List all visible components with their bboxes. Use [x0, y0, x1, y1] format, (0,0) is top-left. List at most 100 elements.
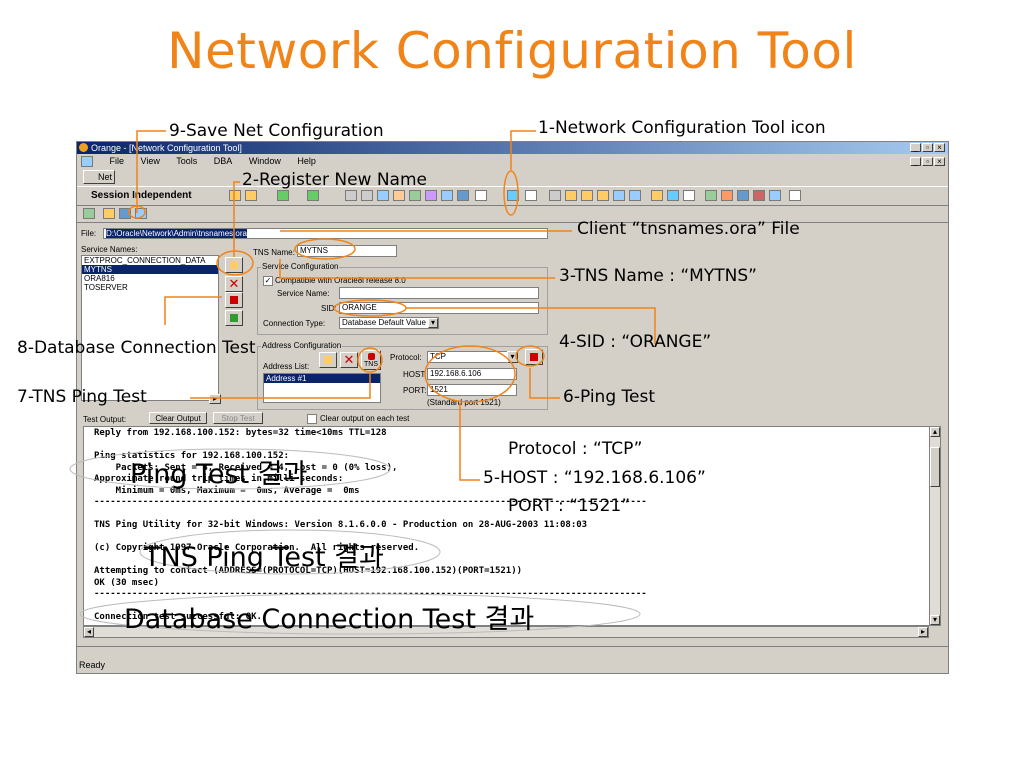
options-icon[interactable]	[769, 190, 781, 201]
list-item-selected[interactable]: MYTNS	[82, 265, 218, 274]
explain-icon[interactable]	[409, 190, 421, 201]
add-address-icon	[324, 356, 332, 364]
mdi-minimize-button[interactable]: _	[910, 157, 921, 166]
register-new-name-button[interactable]	[225, 257, 243, 273]
list-item[interactable]: ORA816	[84, 274, 115, 283]
session-browser-icon[interactable]	[475, 190, 487, 201]
tuning-icon[interactable]	[393, 190, 405, 201]
scroll-up-icon[interactable]: ▴	[930, 427, 940, 437]
tablespace-icon[interactable]	[581, 190, 593, 201]
users-icon[interactable]	[613, 190, 625, 201]
key-dropdown-icon[interactable]	[245, 190, 257, 201]
wizard-icon[interactable]	[667, 190, 679, 201]
delete-name-button[interactable]: ✕	[225, 276, 243, 292]
monitor-icon[interactable]	[525, 190, 537, 201]
scroll-right-icon[interactable]: ▸	[918, 627, 928, 637]
list-item-selected[interactable]: Address #1	[264, 374, 380, 383]
menu-help[interactable]: Help	[297, 156, 316, 166]
callout-client-file: Client “tnsnames.ora” File	[577, 219, 800, 239]
menu-file[interactable]: File	[109, 156, 125, 166]
add-address-button[interactable]	[319, 352, 337, 368]
session-label: Session Independent	[91, 190, 192, 201]
sql-icon[interactable]	[345, 190, 357, 201]
sql-plan-icon[interactable]	[549, 190, 561, 201]
open-folder-icon[interactable]	[103, 208, 115, 219]
erp-icon[interactable]	[629, 190, 641, 201]
protocol-select[interactable]: TCP	[427, 351, 517, 363]
tns-ping-test-button[interactable]: TNS	[361, 350, 381, 370]
menu-dba[interactable]: DBA	[213, 156, 233, 166]
callout-db-test: 8-Database Connection Test	[17, 338, 256, 358]
scroll-left-icon[interactable]: ◂	[84, 627, 94, 637]
ping-icon	[530, 353, 538, 361]
test-output-label: Test Output:	[83, 415, 127, 424]
menu-tools[interactable]: Tools	[176, 156, 198, 166]
ring-host	[424, 345, 516, 403]
clear-each-test-checkbox[interactable]	[307, 414, 317, 424]
chart-icon[interactable]	[721, 190, 733, 201]
save-icon[interactable]	[119, 208, 131, 219]
port-input[interactable]: 1521	[427, 384, 517, 396]
host-input[interactable]: 192.168.6.106	[427, 368, 517, 380]
compatible-checkbox[interactable]: ✓	[263, 276, 273, 286]
storage-icon[interactable]	[597, 190, 609, 201]
ping-test-button[interactable]	[525, 349, 543, 365]
new-connection-icon[interactable]	[83, 208, 95, 219]
chevron-down-icon[interactable]: ▾	[428, 318, 438, 328]
help-icon[interactable]	[789, 190, 801, 201]
ring-ping-result	[69, 448, 391, 490]
tab-net-label: Net	[98, 172, 113, 182]
service-name-label: Service Name:	[277, 289, 330, 298]
service-names-list[interactable]: EXTPROC_CONNECTION_DATA MYTNS ORA816 TOS…	[81, 255, 219, 401]
scroll-down-icon[interactable]: ▾	[930, 615, 940, 625]
close-button[interactable]: ×	[934, 143, 945, 152]
tns-name-label: TNS Name:	[253, 248, 295, 257]
audit-icon[interactable]	[753, 190, 765, 201]
grid-icon[interactable]	[737, 190, 749, 201]
export-icon[interactable]	[441, 190, 453, 201]
protocol-dropdown-icon[interactable]: ▾	[507, 351, 518, 363]
service-name-input[interactable]	[339, 287, 539, 299]
clear-output-button[interactable]: Clear Output	[149, 412, 207, 424]
report-icon[interactable]	[425, 190, 437, 201]
list-item[interactable]: EXTPROC_CONNECTION_DATA	[84, 256, 206, 265]
save-as-icon[interactable]	[135, 208, 147, 219]
connector-tns-ping	[190, 373, 371, 399]
connector-save	[136, 130, 166, 213]
connector-host	[459, 403, 480, 481]
stop-test-button[interactable]: Stop Test	[213, 412, 263, 424]
backup-icon[interactable]	[705, 190, 717, 201]
restore-button[interactable]: ▫	[922, 143, 933, 152]
database-icon[interactable]	[565, 190, 577, 201]
minimize-button[interactable]: _	[910, 143, 921, 152]
menu-window[interactable]: Window	[248, 156, 281, 166]
connect-icon[interactable]	[277, 190, 289, 201]
connection-type-select[interactable]: Database Default Value ▾	[339, 317, 439, 329]
list-item[interactable]: TOSERVER	[84, 283, 128, 292]
divider	[77, 646, 948, 659]
tab-net[interactable]: Net	[83, 170, 115, 184]
mdi-close-button[interactable]: ×	[934, 157, 945, 166]
save-net-config-button[interactable]	[225, 310, 243, 326]
connector-sid	[406, 307, 656, 344]
disconnect-icon[interactable]	[307, 190, 319, 201]
calendar-icon[interactable]	[683, 190, 695, 201]
test-output-area[interactable]: Reply from 192.168.100.152: bytes=32 tim…	[83, 426, 935, 626]
scroll-thumb[interactable]	[930, 447, 940, 487]
output-hscrollbar[interactable]: ◂ ▸	[83, 626, 929, 638]
ring-sid	[333, 299, 407, 317]
output-line: Packets: Sent = 4, Received = 4, Lost = …	[94, 462, 398, 473]
tools-icon[interactable]	[651, 190, 663, 201]
ring-tns-name	[294, 238, 356, 260]
mdi-restore-button[interactable]: ▫	[922, 157, 933, 166]
address-list-label: Address List:	[263, 362, 310, 371]
output-scrollbar[interactable]: ▴ ▾	[929, 426, 941, 626]
schema-icon[interactable]	[377, 190, 389, 201]
sql-run-icon[interactable]	[361, 190, 373, 201]
key-icon[interactable]	[229, 190, 241, 201]
import-icon[interactable]	[457, 190, 469, 201]
toolbar-net	[77, 205, 948, 223]
database-connection-test-button[interactable]	[225, 292, 243, 308]
menu-view[interactable]: View	[140, 156, 160, 166]
